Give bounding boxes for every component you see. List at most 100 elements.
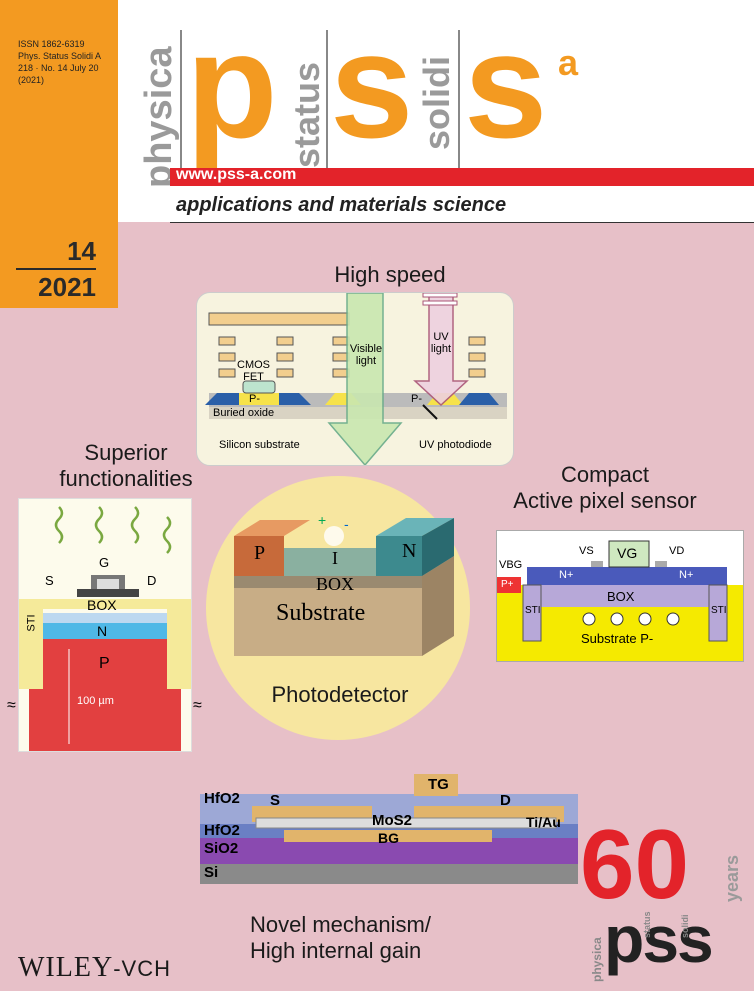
box-label: BOX [316, 574, 355, 594]
issue-year: 2021 [38, 272, 96, 302]
s-label: S [270, 792, 281, 809]
bg-label: BG [378, 830, 399, 846]
issue-sidebar [0, 0, 118, 308]
publisher-suffix: -VCH [113, 956, 171, 981]
vs-label: VS [579, 545, 594, 557]
d-label: D [500, 792, 511, 809]
i-region-label: I [332, 548, 338, 568]
caption-novel: Novel mechanism/ High internal gain [250, 912, 490, 964]
word-solidi: solidi [416, 55, 457, 150]
journal-subtitle: applications and materials science [176, 194, 507, 216]
journal-url[interactable]: www.pss-a.com [176, 166, 297, 183]
uv-photodiode-label: UV photodiode [419, 439, 492, 451]
s-label: S [45, 573, 54, 588]
cmos-fet-label: CMOS FET [237, 359, 270, 383]
caption-novel-line1: Novel mechanism/ [250, 912, 431, 937]
badge-number: 60 [580, 809, 690, 919]
vg-label: VG [617, 545, 638, 561]
mos2-label: MoS2 [372, 812, 413, 829]
silicon-substrate-label: Silicon substrate [219, 439, 300, 451]
n-region-label: N [402, 540, 417, 562]
badge-solidi: solidi [680, 914, 690, 938]
year-paren: (2021) [18, 75, 45, 85]
badge-years: years [722, 854, 742, 902]
n-plus-right-label: N+ [679, 569, 694, 581]
vd-label: VD [669, 545, 685, 557]
caption-novel-line2: High internal gain [250, 938, 422, 963]
word-status: status [286, 61, 327, 168]
photodetector-circle: P I N + - BOX Substrate [206, 476, 470, 740]
superior-panel: S G D BOX STI N P 100 µm ≈ ≈ [7, 498, 202, 752]
box-label: BOX [87, 597, 117, 613]
masthead-divider [458, 30, 460, 170]
issn: ISSN 1862-6319 [18, 39, 85, 49]
url-bar [170, 168, 754, 186]
caption-superior: Superior functionalities [36, 440, 216, 492]
hfo2-top-label: HfO2 [204, 790, 240, 807]
p-minus-label: P- [249, 393, 260, 405]
caption-photodetector: Photodetector [271, 682, 409, 707]
anniversary-badge: 60 years physica pss status solidi [580, 814, 750, 982]
si-label: Si [204, 864, 219, 881]
caption-compact-line2: Active pixel sensor [513, 488, 697, 513]
depth-label: 100 µm [77, 695, 114, 707]
p-label: P [99, 655, 110, 672]
uv-light-label: UV light [429, 331, 453, 355]
logo-letter-s2: s [464, 1, 547, 169]
mos2-diagram [200, 774, 578, 884]
badge-physica: physica [590, 937, 604, 982]
publisher-logo: WILEY-VCH [18, 952, 171, 984]
uv-light-text: light [430, 343, 452, 355]
substrate-label: Substrate [276, 600, 366, 626]
journal-abbrev: Phys. Status Solidi A [18, 51, 102, 61]
high-speed-diagram [205, 292, 507, 467]
fet-text: FET [243, 371, 264, 383]
header-rule [170, 222, 754, 223]
box-label: BOX [607, 589, 635, 604]
logo-letter-s: s [330, 1, 413, 169]
p-minus-label-2: P- [411, 393, 422, 405]
visible-light-label: Visible light [349, 343, 383, 367]
caption-high-speed: High speed [334, 262, 446, 287]
p-region-label: P [254, 542, 266, 564]
superior-diagram [19, 506, 191, 751]
cmos-text: CMOS [237, 359, 270, 371]
caption-superior-line2: functionalities [59, 466, 193, 491]
badge-pss: pss [604, 902, 714, 976]
word-physica: physica [138, 46, 180, 188]
sti-right-label: STI [711, 605, 727, 616]
hole-label: + [318, 512, 327, 528]
electron-label: - [344, 516, 349, 532]
badge-status: status [642, 911, 652, 938]
n-label: N [97, 623, 108, 639]
volume-info: 218 · No. 14 July 20 [18, 63, 99, 73]
sio2-label: SiO2 [204, 840, 239, 857]
substrate-label: Substrate P- [581, 631, 654, 646]
d-label: D [147, 573, 157, 588]
tg-label: TG [428, 776, 449, 793]
high-speed-panel: CMOS FET Visible light UV light P- P- Bu… [196, 292, 514, 467]
hfo2-bottom-label: HfO2 [204, 822, 240, 839]
break-mark-left: ≈ [7, 697, 16, 714]
photodetector-diagram [234, 518, 454, 656]
masthead-divider [180, 30, 182, 170]
visible-light-text: light [355, 355, 377, 367]
p-plus-label: P+ [501, 579, 514, 590]
n-plus-left-label: N+ [559, 569, 574, 581]
masthead-divider [326, 30, 328, 170]
caption-superior-line1: Superior [84, 440, 168, 465]
mos2-device: TG HfO2 S D MoS2 Ti/Au HfO2 SiO2 BG Si [200, 774, 578, 884]
logo-letter-a: a [558, 42, 579, 83]
visible-text: Visible [349, 343, 383, 355]
sti-left-label: STI [525, 605, 541, 616]
issue-divider [16, 268, 96, 270]
buried-oxide-label: Buried oxide [213, 407, 275, 419]
publisher-name: WILEY [18, 952, 114, 983]
vbg-label: VBG [499, 559, 523, 571]
uv-text: UV [433, 331, 449, 343]
caption-compact-line1: Compact [560, 462, 650, 487]
break-mark-right: ≈ [193, 697, 202, 714]
logo-letter-p: p [186, 1, 278, 169]
g-label: G [99, 555, 110, 570]
journal-info: ISSN 1862-6319 Phys. Status Solidi A 218… [18, 38, 101, 86]
